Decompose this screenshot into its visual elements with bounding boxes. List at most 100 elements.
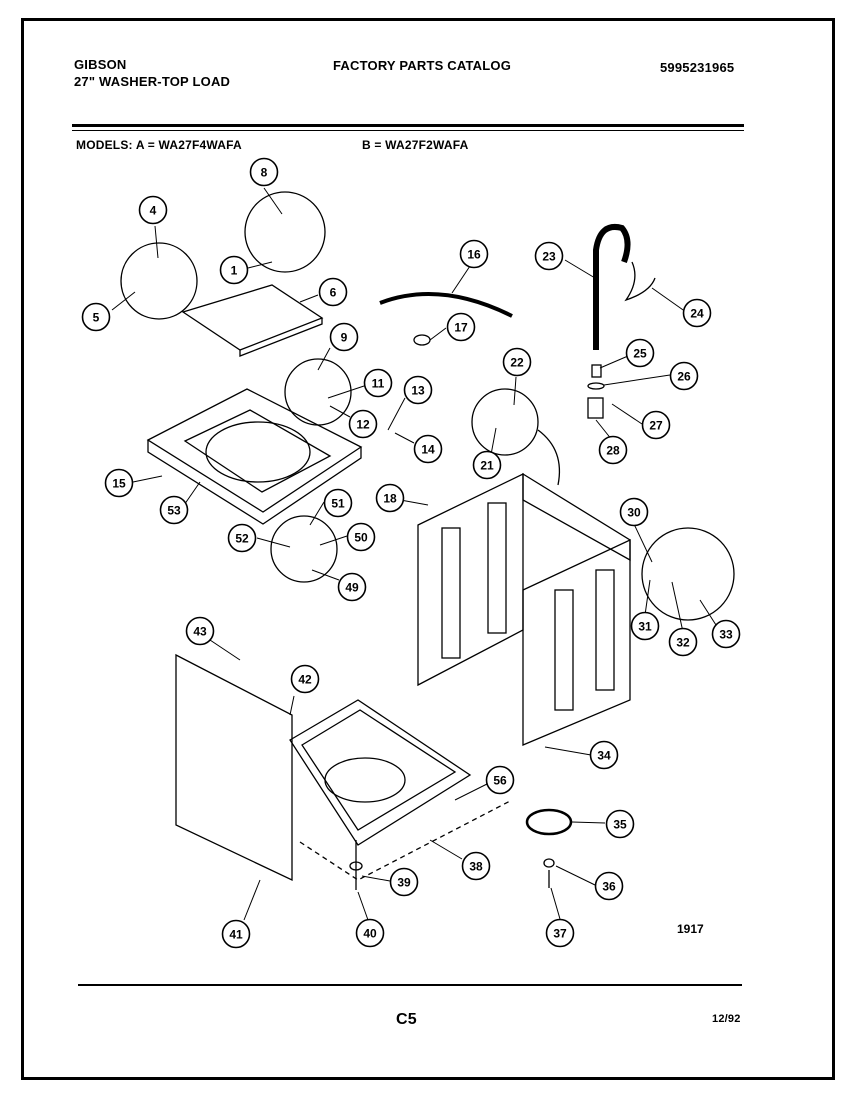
callout-26: 26 [669, 361, 699, 391]
callout-circle [389, 867, 419, 897]
callout-circle [459, 239, 489, 269]
header-rule-bottom [72, 130, 744, 131]
callout-label: 4 [150, 204, 157, 218]
callout-circle [669, 361, 699, 391]
callout-circle [375, 483, 405, 513]
callout-circle [81, 302, 111, 332]
callout-43: 43 [185, 616, 215, 646]
callout-label: 1 [231, 264, 238, 278]
callout-label: 16 [467, 248, 481, 262]
hose-clip [624, 261, 656, 302]
callout-8: 8 [249, 157, 279, 187]
callout-label: 13 [411, 384, 425, 398]
callout-label: 34 [597, 749, 611, 763]
diagram-number: 1917 [677, 922, 704, 936]
hinge-detail-right [244, 191, 326, 273]
callout-label: 9 [341, 331, 348, 345]
footer-rule [78, 984, 742, 986]
callout-label: 22 [510, 356, 524, 370]
callout-16: 16 [459, 239, 489, 269]
callout-label: 6 [330, 286, 337, 300]
callout-42: 42 [290, 664, 320, 694]
drain-hose [593, 224, 631, 350]
hose-ring [587, 382, 605, 390]
callout-circle [605, 809, 635, 839]
callout-15: 15 [104, 468, 134, 498]
callout-label: 42 [298, 673, 312, 687]
callout-12: 12 [348, 409, 378, 439]
callout-21: 21 [472, 450, 502, 480]
callout-label: 14 [421, 443, 435, 457]
callout-52: 52 [227, 523, 257, 553]
callout-label: 41 [229, 928, 243, 942]
callout-23: 23 [534, 241, 564, 271]
callout-label: 23 [542, 250, 556, 264]
callout-34: 34 [589, 740, 619, 770]
catalog-title: FACTORY PARTS CATALOG [333, 58, 512, 73]
callout-36: 36 [594, 871, 624, 901]
callout-35: 35 [605, 809, 635, 839]
callout-label: 25 [633, 347, 647, 361]
callout-circle [403, 375, 433, 405]
pump-detail [471, 388, 539, 456]
callout-6: 6 [318, 277, 348, 307]
model-a-label: MODELS: A = WA27F4WAFA [76, 138, 242, 152]
callout-circle [589, 740, 619, 770]
page-code: C5 [396, 1011, 417, 1028]
hose-washer [413, 334, 431, 346]
callout-38: 38 [461, 851, 491, 881]
callout-circle [329, 322, 359, 352]
lid-edge [239, 318, 323, 357]
callout-9: 9 [329, 322, 359, 352]
callout-label: 50 [354, 531, 368, 545]
callout-11: 11 [363, 368, 393, 398]
callout-label: 17 [454, 321, 468, 335]
callout-circle [619, 497, 649, 527]
callout-circle [249, 157, 279, 187]
callout-circle [221, 919, 251, 949]
product-name: 27" WASHER-TOP LOAD [74, 74, 231, 89]
callout-24: 24 [682, 298, 712, 328]
callout-label: 18 [383, 492, 397, 506]
callout-group: 1456891112131415161718212223242526272830… [81, 157, 741, 949]
callout-label: 15 [112, 477, 126, 491]
lid-switch-detail [284, 358, 352, 426]
callout-label: 49 [345, 581, 359, 595]
callout-label: 56 [493, 774, 507, 788]
leg-nut [349, 861, 363, 871]
hose-clamp [591, 364, 602, 378]
base-hub [324, 757, 406, 803]
lid-part [181, 284, 324, 351]
callout-circle [446, 312, 476, 342]
callout-56: 56 [485, 765, 515, 795]
top-tub-opening [205, 421, 311, 483]
callout-circle [502, 347, 532, 377]
callout-17: 17 [446, 312, 476, 342]
catalog-number: 5995231965 [660, 60, 735, 75]
callout-18: 18 [375, 483, 405, 513]
callout-circle [185, 616, 215, 646]
callout-circle [227, 523, 257, 553]
callout-circle [682, 298, 712, 328]
base-frame [289, 699, 472, 846]
callout-label: 39 [397, 876, 411, 890]
callout-circle [630, 611, 660, 641]
callout-circle [363, 368, 393, 398]
front-panel [175, 653, 293, 882]
callout-label: 24 [690, 307, 704, 321]
callout-label: 27 [649, 419, 663, 433]
header-rule-top [72, 124, 744, 127]
brand-name: GIBSON [74, 57, 127, 72]
callout-37: 37 [545, 918, 575, 948]
cabinet-side-right [522, 538, 631, 746]
callout-label: 40 [363, 927, 377, 941]
callout-label: 32 [676, 636, 690, 650]
callout-circle [337, 572, 367, 602]
callout-circle [138, 195, 168, 225]
hose-connector [587, 397, 604, 419]
cabinet-slot-2 [487, 502, 507, 634]
cabinet-side-left [417, 472, 524, 687]
callout-22: 22 [502, 347, 532, 377]
fill-hose [379, 292, 513, 318]
base-inner [301, 709, 457, 831]
